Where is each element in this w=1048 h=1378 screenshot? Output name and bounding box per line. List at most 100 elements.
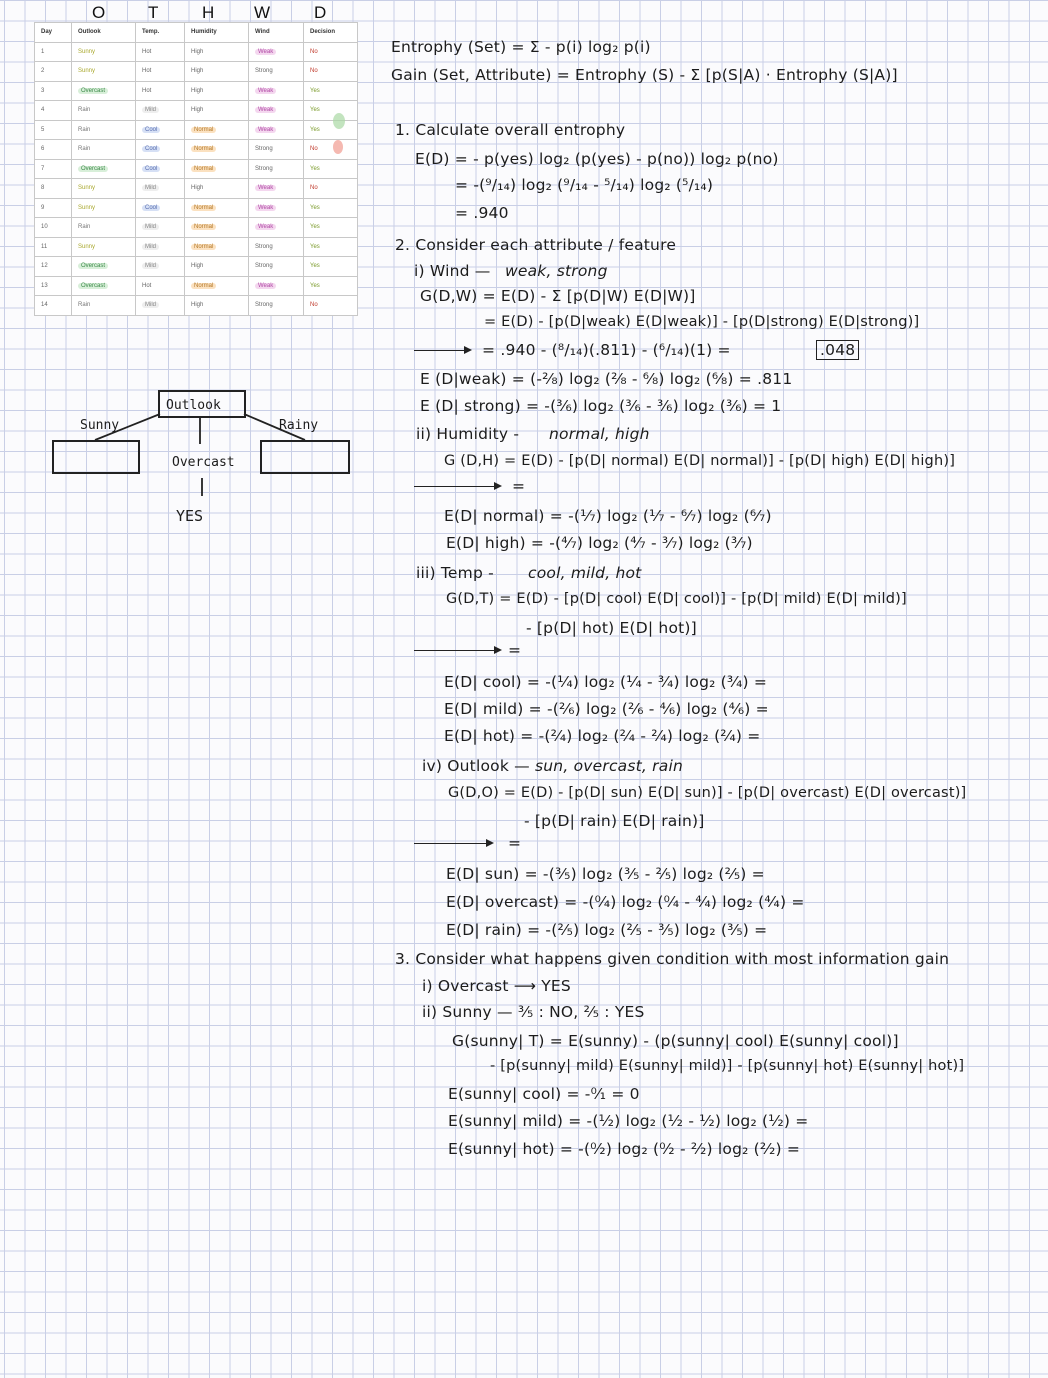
cell-wind-value: Strong (255, 302, 273, 309)
cell-wind: Weak (248, 275, 304, 296)
outlook-sun-entropy: E(D| sun) = -(³⁄₅) log₂ (³⁄₅ - ²⁄₅) log₂… (446, 865, 765, 883)
cell-decision: No (303, 41, 358, 62)
cell-decision-value: No (310, 48, 318, 55)
header-wind: Wind (248, 22, 304, 43)
cell-temp: Mild (135, 295, 185, 316)
cell-temp: Hot (135, 275, 185, 296)
cell-temp: Mild (135, 256, 185, 277)
outlook-rain-entropy: E(D| rain) = -(²⁄₅) log₂ (²⁄₅ - ³⁄₅) log… (446, 921, 768, 939)
wind-values: weak, strong (505, 262, 608, 280)
cell-humidity-value: High (191, 48, 204, 55)
step3-sunny-gain-cont: - [p(sunny| mild) E(sunny| mild)] - [p(s… (490, 1058, 965, 1074)
cell-humidity: High (184, 61, 249, 82)
cell-temp: Mild (135, 178, 185, 199)
cell-day: 10 (34, 217, 72, 238)
cell-temp-value: Mild (142, 243, 160, 250)
cell-temp-value: Mild (142, 185, 160, 192)
cell-outlook-value: Rain (78, 224, 91, 231)
cell-decision-value: Yes (310, 204, 320, 211)
cell-temp-value: Mild (142, 224, 160, 231)
cell-wind: Weak (248, 217, 304, 238)
temp-gain-formula-cont: - [p(D| hot) E(D| hot)] (526, 619, 697, 637)
cell-decision-value: Yes (310, 87, 320, 94)
cell-day: 13 (34, 275, 72, 296)
header-temp: Temp. (135, 22, 185, 43)
cell-humidity-value: Normal (191, 165, 217, 172)
wind-title: i) Wind — (414, 262, 491, 280)
col-letter-d: D (314, 3, 327, 22)
cell-humidity: High (184, 41, 249, 62)
header-humidity: Humidity (184, 22, 249, 43)
cell-outlook: Rain (71, 139, 136, 160)
step3-title: 3. Consider what happens given condition… (395, 950, 950, 968)
humidity-title: ii) Humidity - (416, 425, 520, 443)
cell-day: 7 (34, 158, 72, 179)
cell-outlook: Sunny (71, 236, 136, 257)
step1-line3: = .940 (455, 204, 509, 222)
cell-humidity-value: High (191, 107, 204, 114)
temp-mild-entropy: E(D| mild) = -(²⁄₆) log₂ (²⁄₆ - ⁴⁄₆) log… (444, 700, 769, 718)
weather-dataset-table: Day Outlook Temp. Humidity Wind Decision… (34, 22, 358, 316)
cell-outlook-value: Overcast (78, 282, 109, 289)
entropy-formula: Entrophy (Set) = Σ - p(i) log₂ p(i) (391, 38, 651, 56)
cell-humidity-value: High (191, 263, 204, 270)
cell-day-value: 3 (41, 87, 45, 94)
cell-humidity: High (184, 80, 249, 101)
cell-decision-value: Yes (310, 282, 320, 289)
cell-day-value: 9 (41, 204, 45, 211)
cell-humidity-value: High (191, 87, 204, 94)
cell-decision: No (303, 295, 358, 316)
temp-gain-eq: = (508, 641, 522, 659)
step3-overcast: i) Overcast ⟶ YES (422, 977, 571, 995)
humidity-gain-eq: = (512, 477, 526, 495)
cell-temp-value: Hot (142, 282, 152, 289)
cell-day-value: 8 (41, 185, 45, 192)
tree-sunny-box (52, 440, 140, 474)
cell-decision-value: No (310, 302, 318, 309)
humidity-gain-formula: G (D,H) = E(D) - [p(D| normal) E(D| norm… (444, 453, 956, 469)
cell-decision-value: No (310, 68, 318, 75)
step3-sunny-hot-entropy: E(sunny| hot) = -(⁰⁄₂) log₂ (⁰⁄₂ - ²⁄₂) … (448, 1140, 801, 1158)
wind-gain-expanded: = E(D) - [p(D|weak) E(D|weak)] - [p(D|st… (484, 314, 920, 330)
cell-decision-value: Yes (310, 263, 320, 270)
wind-arrow (414, 346, 472, 354)
cell-wind: Strong (248, 236, 304, 257)
tree-branch-rainy: Rainy (279, 418, 319, 433)
cell-wind: Strong (248, 295, 304, 316)
cell-outlook: Sunny (71, 178, 136, 199)
cell-decision: Yes (303, 100, 358, 121)
cell-temp-value: Cool (142, 204, 161, 211)
cell-day-value: 10 (41, 224, 48, 231)
cell-wind: Weak (248, 100, 304, 121)
cell-humidity-value: Normal (191, 146, 217, 153)
wind-strong-entropy: E (D| strong) = -(³⁄₆) log₂ (³⁄₆ - ³⁄₆) … (420, 397, 782, 415)
cell-humidity-value: High (191, 68, 204, 75)
cell-wind: Weak (248, 80, 304, 101)
cell-day-value: 1 (41, 48, 45, 55)
cell-wind-value: Strong (255, 243, 273, 250)
cell-humidity-value: Normal (191, 282, 217, 289)
humidity-normal-entropy: E(D| normal) = -(¹⁄₇) log₂ (¹⁄₇ - ⁶⁄₇) l… (444, 507, 772, 525)
cell-day: 9 (34, 197, 72, 218)
temp-gain-formula: G(D,T) = E(D) - [p(D| cool) E(D| cool)] … (446, 591, 907, 607)
cell-outlook-value: Overcast (78, 165, 109, 172)
step1-line2: = -(⁹/₁₄) log₂ (⁹/₁₄ - ⁵/₁₄) log₂ (⁵/₁₄) (455, 176, 714, 194)
col-letter-w: W (254, 3, 271, 22)
step3-sunny-cool-entropy: E(sunny| cool) = -⁰⁄₁ = 0 (448, 1085, 640, 1103)
cell-day-value: 13 (41, 282, 48, 289)
temp-values: cool, mild, hot (528, 564, 642, 582)
cell-outlook: Rain (71, 119, 136, 140)
table-row: 13 Overcast Hot Normal Weak Yes (34, 275, 358, 296)
cell-day: 5 (34, 119, 72, 140)
cell-outlook-value: Rain (78, 302, 91, 309)
cell-outlook: Overcast (71, 256, 136, 277)
cell-temp-value: Cool (142, 126, 161, 133)
cell-day: 12 (34, 256, 72, 277)
cell-outlook: Sunny (71, 61, 136, 82)
